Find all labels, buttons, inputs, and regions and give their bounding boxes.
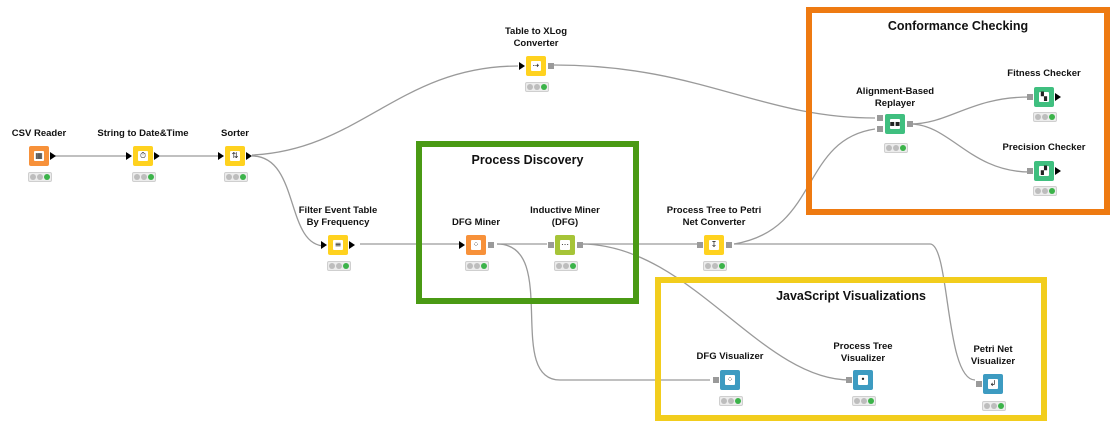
output-port[interactable] (548, 63, 554, 69)
input-port[interactable] (697, 242, 703, 248)
node-status (884, 143, 908, 153)
annotation-process-discovery[interactable]: Process Discovery (416, 141, 639, 304)
annotation-conformance-checking[interactable]: Conformance Checking (806, 7, 1110, 215)
output-port[interactable] (50, 152, 56, 160)
output-port[interactable] (577, 242, 583, 248)
node-status (554, 261, 578, 271)
input-port[interactable] (713, 377, 719, 383)
annotation-title: Process Discovery (471, 153, 584, 167)
output-port[interactable] (349, 241, 355, 249)
node-label: Process Tree to Petri Net Converter (666, 205, 762, 228)
node-label: Inductive Miner (DFG) (530, 205, 600, 228)
node-status (465, 261, 489, 271)
node-label: DFG Visualizer (696, 351, 764, 362)
node-status (1033, 112, 1057, 122)
node-status (1033, 186, 1057, 196)
replay-icon[interactable]: ▪▪ (885, 114, 905, 134)
node-label: Sorter (221, 128, 249, 139)
checker-icon[interactable]: ▞ (1034, 161, 1054, 181)
clock-convert-icon[interactable]: ⏱ (133, 146, 153, 166)
output-port[interactable] (154, 152, 160, 160)
tree-view-icon[interactable]: • (853, 370, 873, 390)
node-status (719, 396, 743, 406)
wire-replayer-to-precision[interactable] (909, 123, 1031, 173)
output-port[interactable] (726, 242, 732, 248)
tree-miner-icon[interactable]: ⋯ (555, 235, 575, 255)
node-status (852, 396, 876, 406)
wire-inductive-to-treeviz[interactable] (580, 243, 851, 381)
node-status (28, 172, 52, 182)
wire-sorter-to-filter[interactable] (251, 155, 326, 247)
input-port[interactable] (548, 242, 554, 248)
node-status (703, 261, 727, 271)
output-port[interactable] (246, 152, 252, 160)
annotation-title: Conformance Checking (887, 19, 1029, 33)
node-status (525, 82, 549, 92)
input-port[interactable] (519, 62, 525, 70)
input-port[interactable] (1027, 94, 1033, 100)
node-label: String to Date&Time (97, 128, 189, 139)
node-label: Process Tree Visualizer (833, 341, 893, 364)
node-status (327, 261, 351, 271)
filter-icon[interactable]: ≡ (328, 235, 348, 255)
wire-converter-to-petriviz[interactable] (734, 243, 976, 381)
petri-view-icon[interactable]: ↲ (983, 374, 1003, 394)
checker-icon[interactable]: ▚ (1034, 87, 1054, 107)
node-label: Alignment-Based Replayer (855, 86, 935, 109)
input-port[interactable] (976, 381, 982, 387)
table-reader-icon[interactable]: ▦ (29, 146, 49, 166)
input-port[interactable] (218, 152, 224, 160)
annotation-javascript-visualizations[interactable]: JavaScript Visualizations (655, 277, 1047, 421)
output-port[interactable] (488, 242, 494, 248)
wire-sorter-to-xlog[interactable] (251, 65, 519, 156)
input-port[interactable] (459, 241, 465, 249)
node-label: Filter Event Table By Frequency (298, 205, 378, 228)
miner-icon[interactable]: ⁘ (466, 235, 486, 255)
output-port[interactable] (907, 121, 913, 127)
input-port[interactable] (1027, 168, 1033, 174)
input-port[interactable] (321, 241, 327, 249)
sort-arrows-icon[interactable]: ⇅ (225, 146, 245, 166)
node-label: Table to XLog Converter (504, 26, 568, 49)
node-status (224, 172, 248, 182)
node-status (132, 172, 156, 182)
input-port-model[interactable] (877, 126, 883, 132)
input-port[interactable] (846, 377, 852, 383)
wire-replayer-to-fitness[interactable] (909, 96, 1031, 125)
graph-view-icon[interactable]: ⁘ (720, 370, 740, 390)
output-port[interactable] (1055, 93, 1061, 101)
convert-icon[interactable]: ⇢ (526, 56, 546, 76)
node-label: Precision Checker (1002, 142, 1086, 153)
node-label: CSV Reader (11, 128, 67, 139)
input-port-log[interactable] (877, 115, 883, 121)
output-port[interactable] (1055, 167, 1061, 175)
node-label: Fitness Checker (1007, 68, 1081, 79)
convert-icon[interactable]: ↧ (704, 235, 724, 255)
wire-xlog-to-replayer[interactable] (553, 64, 876, 119)
input-port[interactable] (126, 152, 132, 160)
node-label: DFG Miner (451, 217, 501, 228)
annotation-title: JavaScript Visualizations (776, 289, 926, 303)
node-status (982, 401, 1006, 411)
node-label: Petri Net Visualizer (970, 344, 1016, 367)
wire-dfg-to-dfgviz[interactable] (496, 243, 710, 381)
